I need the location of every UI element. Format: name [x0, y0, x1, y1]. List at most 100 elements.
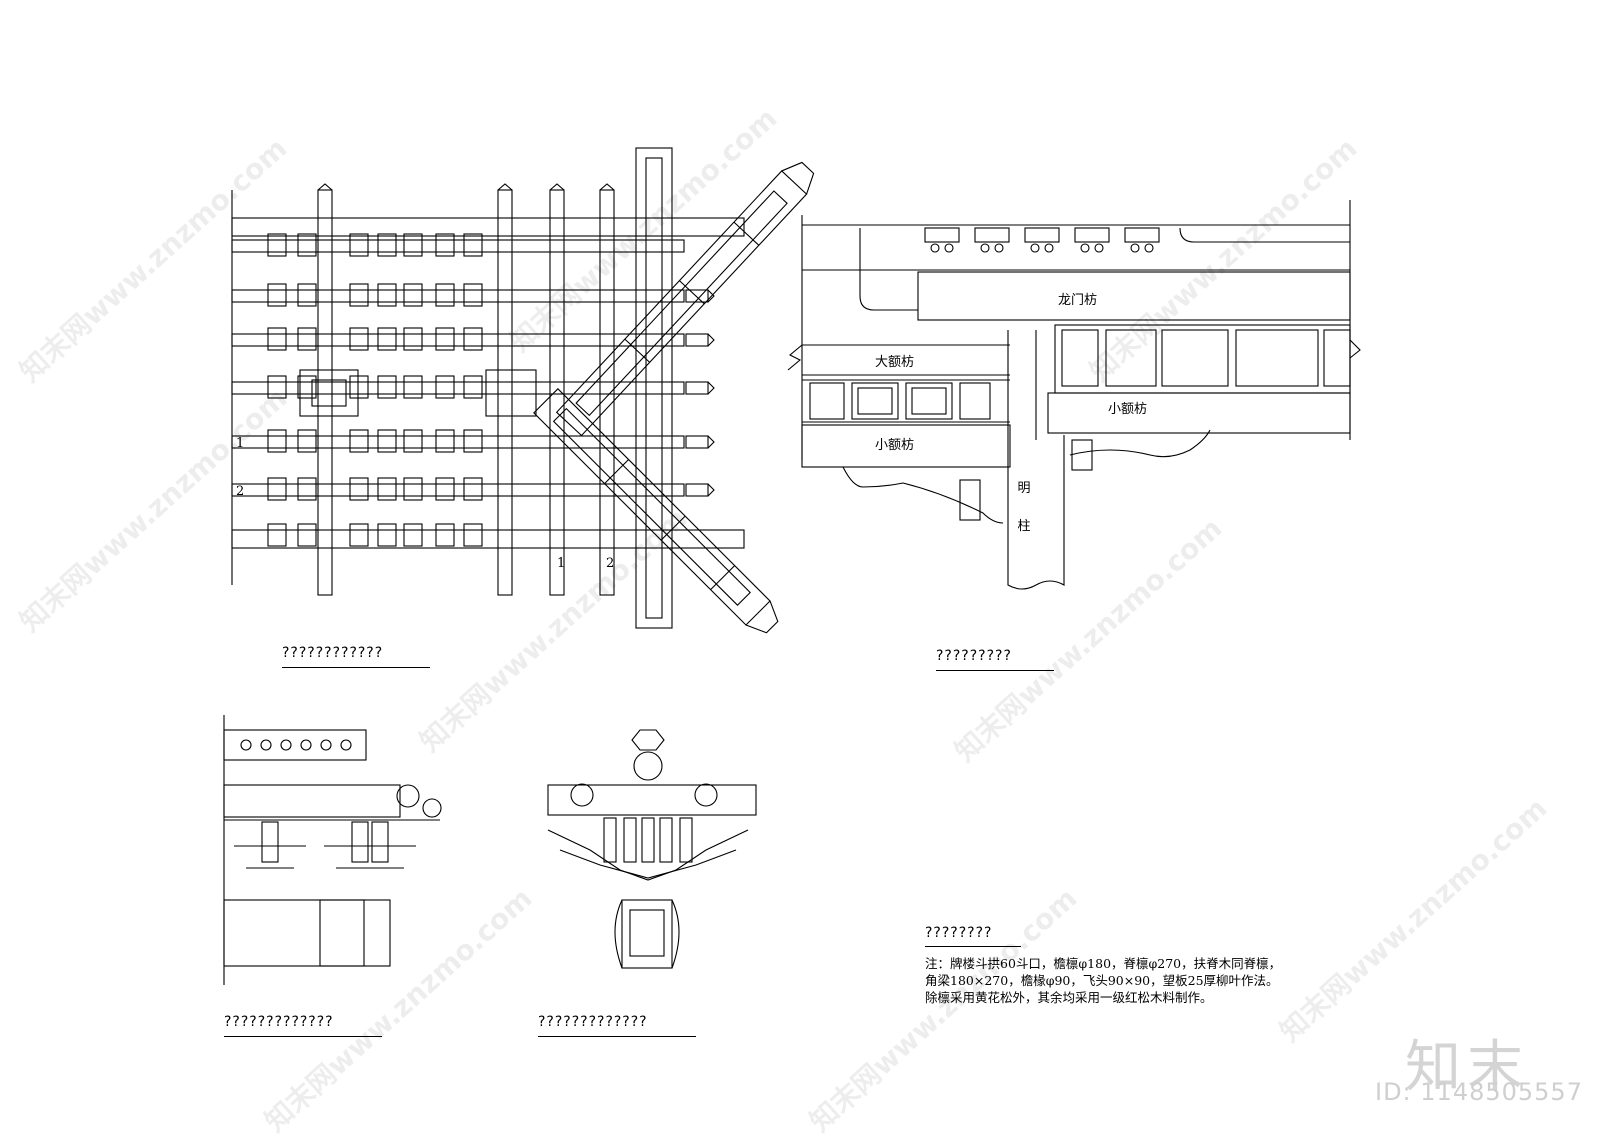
purlin-block: [267, 523, 287, 547]
detail-right-caption: ?????????????: [538, 1014, 648, 1030]
purlin-block: [403, 233, 423, 257]
bracket-stack: [623, 817, 637, 863]
purlin-block: [377, 477, 397, 501]
rafter-end-circle: [320, 739, 332, 751]
bracket-knob: [1144, 243, 1154, 253]
brand-logo: 知末: [1405, 1035, 1529, 1100]
plan-row-mark-2: 2: [236, 484, 245, 499]
purlin-block: [403, 283, 423, 307]
purlin-block: [297, 429, 317, 453]
bracket-unit: [924, 227, 960, 243]
bracket-stack: [351, 821, 369, 863]
bracket-knob: [944, 243, 954, 253]
purlin-line: [231, 483, 685, 497]
purlin-block: [267, 327, 287, 351]
label-xiao-e-fang-right: 小额枋: [1108, 402, 1148, 417]
purlin-block: [435, 523, 455, 547]
label-longmen-fang: 龙门枋: [1058, 293, 1098, 308]
rafter-tip: [707, 381, 715, 395]
purlin-block: [267, 429, 287, 453]
purlin-block: [349, 233, 369, 257]
purlin-line: [231, 289, 685, 303]
beam-end: [549, 183, 565, 191]
purlin-block: [403, 477, 423, 501]
label-xiao-e-fang-left: 小额枋: [875, 438, 915, 453]
bracket-stack: [659, 817, 673, 863]
rafter-end: [685, 483, 709, 497]
purlin-block: [297, 523, 317, 547]
beam-end: [497, 183, 513, 191]
rafter-end-circle: [280, 739, 292, 751]
purlin-block: [267, 283, 287, 307]
bracket-unit: [1124, 227, 1160, 243]
purlin-block: [463, 233, 483, 257]
resource-id: ID: 1148505557: [1375, 1078, 1583, 1106]
detail-left-drawing: [223, 715, 442, 985]
purlin-block: [463, 283, 483, 307]
purlin-block: [377, 233, 397, 257]
purlin-block: [297, 477, 317, 501]
rafter-tip: [707, 483, 715, 497]
purlin-block: [435, 429, 455, 453]
plan-col-mark-1: 1: [557, 556, 566, 571]
bracket-unit: [1074, 227, 1110, 243]
beam-end: [317, 183, 333, 191]
purlin-line: [231, 529, 745, 549]
purlin-block: [297, 233, 317, 257]
label-ming-zhu: 明柱: [1017, 481, 1031, 534]
beam-end: [599, 183, 615, 191]
beam-line: [549, 189, 565, 596]
purlin-block: [349, 477, 369, 501]
beam-line: [497, 189, 513, 596]
rafter-tip: [707, 333, 715, 347]
elevation-view-drawing: [787, 200, 1361, 590]
notes-text: 注：牌楼斗拱60斗口，檐檩φ180，脊檩φ270，扶脊木同脊檩，角梁180×27…: [925, 956, 1282, 1005]
detail-left-caption: ?????????????: [224, 1014, 334, 1030]
purlin-block: [377, 429, 397, 453]
purlin-block: [435, 327, 455, 351]
purlin-block: [297, 283, 317, 307]
bracket-stack: [603, 817, 617, 863]
beam-line: [599, 189, 615, 596]
bracket-unit: [974, 227, 1010, 243]
bracket-knob: [980, 243, 990, 253]
bracket-outline: [559, 849, 737, 879]
plan-row-mark-1: 1: [236, 436, 245, 451]
purlin-block: [349, 283, 369, 307]
bracket-stack: [679, 817, 693, 863]
bracket-unit: [1024, 227, 1060, 243]
bracket-outline: [547, 829, 749, 881]
bracket-knob: [994, 243, 1004, 253]
purlin-block: [377, 375, 397, 399]
plan-view-caption: ????????????: [282, 645, 384, 661]
bracket-stack: [371, 821, 389, 863]
rafter-end-circle: [340, 739, 352, 751]
purlin-block: [377, 327, 397, 351]
bracket-knob: [1080, 243, 1090, 253]
purlin-block: [267, 233, 287, 257]
detail-right-caption-underline: [538, 1036, 696, 1037]
purlin-block: [377, 283, 397, 307]
purlin-line: [231, 239, 685, 253]
plan-caption-underline: [282, 667, 430, 668]
purlin-block: [435, 477, 455, 501]
notes-heading-underline: [925, 946, 1021, 947]
rafter-tip: [707, 289, 715, 303]
purlin-block: [435, 233, 455, 257]
rafter-end: [685, 435, 709, 449]
label-da-e-fang: 大额枋: [875, 355, 915, 370]
rafter-end-circle: [300, 739, 312, 751]
purlin-block: [349, 523, 369, 547]
bracket-knob: [1044, 243, 1054, 253]
purlin-block: [403, 327, 423, 351]
purlin-block: [349, 375, 369, 399]
purlin-block: [297, 327, 317, 351]
purlin-block: [403, 429, 423, 453]
plan-view-drawing: [231, 147, 815, 634]
detail-left-caption-underline: [224, 1036, 382, 1037]
rafter-end-circle: [260, 739, 272, 751]
purlin-block: [463, 375, 483, 399]
purlin-block: [435, 283, 455, 307]
beam-line: [317, 189, 333, 596]
